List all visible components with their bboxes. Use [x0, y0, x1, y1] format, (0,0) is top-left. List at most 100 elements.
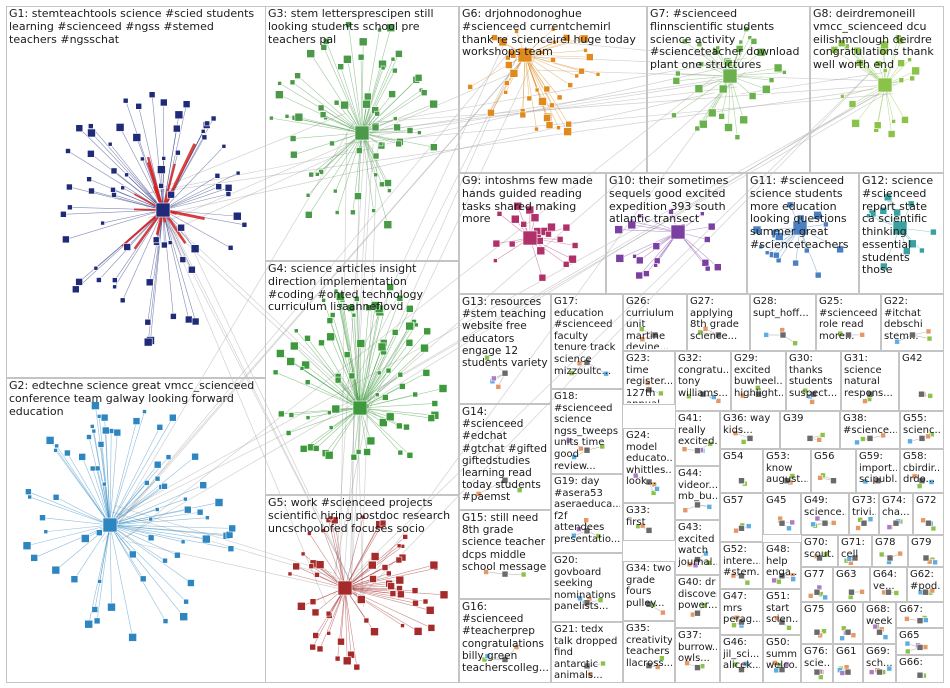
- node-g1[interactable]: [119, 297, 126, 304]
- node-g7[interactable]: [718, 84, 728, 94]
- node-g29[interactable]: [739, 392, 746, 399]
- hub-node-g8[interactable]: [877, 77, 893, 93]
- node-g67[interactable]: [904, 616, 910, 622]
- node-g49[interactable]: [810, 521, 816, 528]
- node-g3[interactable]: [377, 27, 382, 33]
- node-g77[interactable]: [807, 592, 814, 599]
- node-g7[interactable]: [698, 61, 705, 67]
- node-g1[interactable]: [140, 156, 145, 162]
- node-g18[interactable]: [565, 437, 572, 444]
- hub-node-g66[interactable]: [916, 671, 924, 679]
- node-g7[interactable]: [743, 26, 749, 33]
- node-g5[interactable]: [425, 605, 435, 615]
- node-g3[interactable]: [308, 171, 315, 178]
- node-g22[interactable]: [925, 328, 932, 335]
- node-g4[interactable]: [395, 422, 403, 430]
- node-g5[interactable]: [315, 560, 325, 570]
- node-g35[interactable]: [659, 655, 665, 662]
- node-g6[interactable]: [567, 82, 574, 88]
- node-g4[interactable]: [412, 391, 419, 398]
- node-g2[interactable]: [191, 452, 199, 461]
- node-g8[interactable]: [897, 37, 905, 45]
- node-g8[interactable]: [837, 39, 846, 48]
- node-g5[interactable]: [314, 571, 320, 578]
- node-g55[interactable]: [925, 433, 931, 440]
- node-g38[interactable]: [860, 436, 866, 442]
- node-g8[interactable]: [909, 75, 916, 82]
- node-g2[interactable]: [97, 579, 102, 584]
- node-g3[interactable]: [429, 143, 438, 151]
- node-g48[interactable]: [771, 577, 778, 584]
- node-g5[interactable]: [379, 519, 387, 527]
- node-g73[interactable]: [857, 516, 864, 523]
- node-g2[interactable]: [184, 505, 192, 514]
- node-g6[interactable]: [505, 61, 513, 69]
- hub-node-g50[interactable]: [778, 666, 786, 673]
- node-g4[interactable]: [304, 334, 311, 342]
- node-g1[interactable]: [160, 98, 168, 107]
- node-g6[interactable]: [487, 108, 495, 117]
- node-g2[interactable]: [102, 426, 110, 435]
- node-g10[interactable]: [643, 270, 650, 277]
- node-g8[interactable]: [887, 130, 896, 138]
- node-g5[interactable]: [412, 599, 419, 607]
- node-g3[interactable]: [357, 53, 365, 61]
- node-g79[interactable]: [932, 559, 938, 566]
- node-g10[interactable]: [668, 209, 674, 215]
- hub-node-g20[interactable]: [583, 599, 591, 607]
- node-g4[interactable]: [385, 412, 395, 422]
- node-g24[interactable]: [650, 490, 657, 496]
- node-g3[interactable]: [333, 99, 340, 106]
- node-g41[interactable]: [707, 440, 714, 447]
- node-g5[interactable]: [307, 531, 312, 536]
- node-g4[interactable]: [431, 400, 439, 407]
- node-g5[interactable]: [312, 632, 320, 639]
- node-g7[interactable]: [698, 119, 708, 129]
- node-g11[interactable]: [758, 244, 764, 250]
- node-g10[interactable]: [652, 242, 661, 250]
- node-g1[interactable]: [123, 243, 131, 251]
- node-g7[interactable]: [672, 77, 681, 85]
- node-g8[interactable]: [897, 59, 905, 68]
- node-g1[interactable]: [177, 223, 185, 232]
- node-g5[interactable]: [400, 623, 405, 628]
- hub-node-g14[interactable]: [501, 476, 509, 484]
- node-g3[interactable]: [340, 100, 349, 110]
- node-g1[interactable]: [112, 284, 117, 290]
- node-g2[interactable]: [183, 496, 188, 502]
- node-g35[interactable]: [654, 664, 661, 670]
- node-g45[interactable]: [789, 519, 796, 526]
- node-g5[interactable]: [369, 575, 377, 583]
- hub-node-g3[interactable]: [354, 125, 370, 141]
- node-g79[interactable]: [926, 558, 933, 565]
- node-g6[interactable]: [595, 72, 601, 77]
- hub-node-g41[interactable]: [694, 447, 701, 454]
- node-g19[interactable]: [583, 517, 590, 524]
- node-g1[interactable]: [179, 256, 187, 263]
- node-g47[interactable]: [733, 614, 740, 621]
- node-g6[interactable]: [503, 80, 510, 86]
- node-g4[interactable]: [301, 360, 310, 370]
- node-g2[interactable]: [113, 428, 122, 437]
- node-g1[interactable]: [75, 124, 84, 132]
- hub-node-g16[interactable]: [501, 656, 509, 663]
- node-g8[interactable]: [853, 46, 862, 55]
- node-g28[interactable]: [763, 332, 770, 338]
- node-g74[interactable]: [886, 524, 893, 530]
- node-g5[interactable]: [334, 655, 341, 662]
- node-g20[interactable]: [597, 597, 604, 604]
- node-g1[interactable]: [175, 149, 181, 156]
- node-g73[interactable]: [867, 516, 874, 523]
- node-g1[interactable]: [167, 240, 173, 245]
- hub-node-g69[interactable]: [876, 668, 883, 676]
- node-g5[interactable]: [367, 560, 377, 570]
- node-g15[interactable]: [483, 569, 489, 575]
- hub-node-g35[interactable]: [645, 662, 653, 669]
- node-g9[interactable]: [536, 246, 546, 256]
- node-g14[interactable]: [475, 491, 482, 497]
- node-g39[interactable]: [819, 432, 826, 438]
- node-g1[interactable]: [191, 317, 200, 326]
- node-g9[interactable]: [547, 222, 556, 232]
- hub-node-g2[interactable]: [102, 517, 118, 533]
- node-g3[interactable]: [371, 208, 376, 213]
